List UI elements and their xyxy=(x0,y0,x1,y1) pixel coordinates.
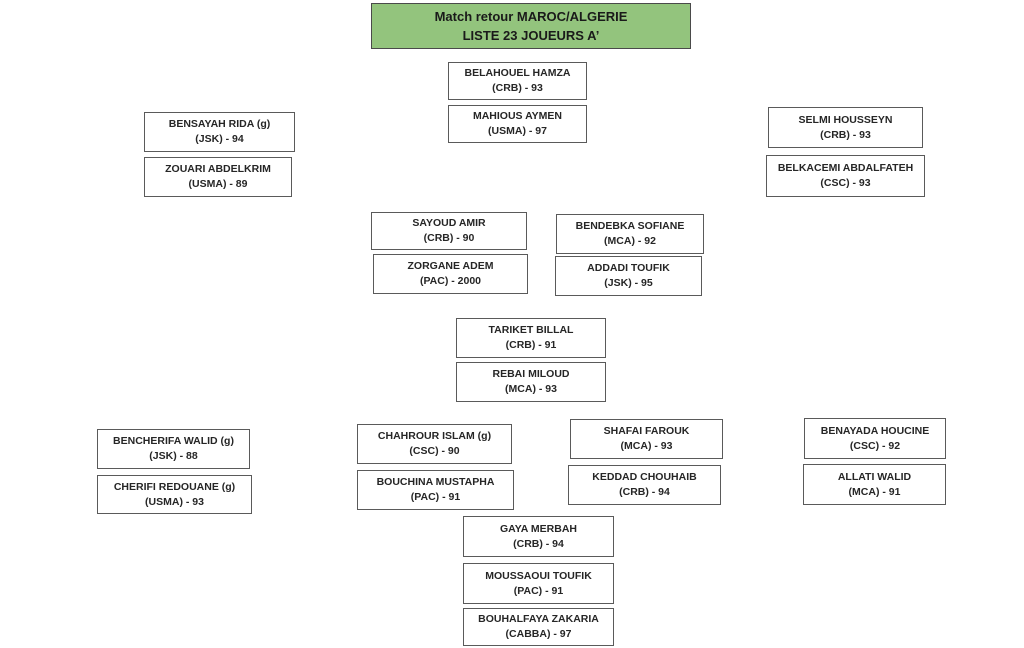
player-name: SELMI HOUSSEYN xyxy=(798,113,893,126)
player-club-year: (MCA) - 93 xyxy=(620,440,673,452)
player-card: TARIKET BILLAL (CRB) - 91 xyxy=(456,318,606,358)
player-card: SHAFAI FAROUK (MCA) - 93 xyxy=(570,419,723,459)
player-club-year: (CRB) - 93 xyxy=(492,82,543,94)
player-card: KEDDAD CHOUHAIB (CRB) - 94 xyxy=(568,465,721,505)
player-name: BOUHALFAYA ZAKARIA xyxy=(478,613,599,625)
player-name: BELKACEMI ABDALFATEH xyxy=(777,162,914,174)
player-name: BENDEBKA SOFIANE xyxy=(575,220,685,232)
player-club-year: (MCA) - 93 xyxy=(505,383,557,395)
player-club-year: (JSK) - 95 xyxy=(604,277,653,289)
player-club-year: (CSC) - 92 xyxy=(849,439,901,452)
player-club-year: (USMA) - 97 xyxy=(488,125,547,137)
player-name: TARIKET BILLAL xyxy=(488,324,574,336)
player-card: ZOUARI ABDELKRIM (USMA) - 89 xyxy=(144,157,292,197)
player-club-year: (PAC) - 91 xyxy=(410,491,461,503)
player-card: BELAHOUEL HAMZA (CRB) - 93 xyxy=(448,62,587,100)
player-card: GAYA MERBAH (CRB) - 94 xyxy=(463,516,614,557)
player-club-year: (CSC) - 93 xyxy=(820,177,871,189)
player-card: ADDADI TOUFIK (JSK) - 95 xyxy=(555,256,702,296)
player-name: SHAFAI FAROUK xyxy=(603,425,690,437)
player-card: CHERIFI REDOUANE (g) (USMA) - 93 xyxy=(97,475,252,514)
player-name: GAYA MERBAH xyxy=(499,522,578,535)
player-club-year: (USMA) - 89 xyxy=(188,178,248,190)
player-name: REBAI MILOUD xyxy=(492,368,570,380)
player-name: ZORGANE ADEM xyxy=(407,260,494,272)
player-club-year: (MCA) - 91 xyxy=(848,485,901,498)
player-card: MAHIOUS AYMEN (USMA) - 97 xyxy=(448,105,587,143)
player-card: BENDEBKA SOFIANE (MCA) - 92 xyxy=(556,214,704,254)
player-name: ADDADI TOUFIK xyxy=(587,262,670,274)
player-name: BENCHERIFA WALID (g) xyxy=(113,435,234,447)
player-name: MOUSSAOUI TOUFIK xyxy=(485,569,592,582)
player-card: BENCHERIFA WALID (g) (JSK) - 88 xyxy=(97,429,250,469)
player-name: BENSAYAH RIDA (g) xyxy=(168,118,271,130)
player-card: REBAI MILOUD (MCA) - 93 xyxy=(456,362,606,402)
player-club-year: (CRB) - 94 xyxy=(619,486,670,498)
player-name: ALLATI WALID xyxy=(837,470,912,483)
player-club-year: (CABBA) - 97 xyxy=(505,628,572,640)
player-card: ALLATI WALID (MCA) - 91 xyxy=(803,464,946,505)
title-line-2: LISTE 23 JOUEURS A’ xyxy=(462,28,600,43)
player-club-year: (CRB) - 94 xyxy=(513,537,564,550)
title-line-1: Match retour MAROC/ALGERIE xyxy=(434,9,628,24)
title-box: Match retour MAROC/ALGERIE LISTE 23 JOUE… xyxy=(371,3,691,49)
player-card: ZORGANE ADEM (PAC) - 2000 xyxy=(373,254,528,294)
player-card: BELKACEMI ABDALFATEH (CSC) - 93 xyxy=(766,155,925,197)
player-name: SAYOUD AMIR xyxy=(412,217,486,229)
player-club-year: (PAC) - 2000 xyxy=(419,275,482,287)
player-name: BENAYADA HOUCINE xyxy=(820,424,930,437)
player-card: BOUHALFAYA ZAKARIA (CABBA) - 97 xyxy=(463,608,614,646)
player-card: MOUSSAOUI TOUFIK (PAC) - 91 xyxy=(463,563,614,604)
player-club-year: (JSK) - 94 xyxy=(195,133,244,145)
player-card: CHAHROUR ISLAM (g) (CSC) - 90 xyxy=(357,424,512,464)
player-club-year: (USMA) - 93 xyxy=(145,495,204,508)
player-club-year: (JSK) - 88 xyxy=(149,450,198,462)
player-club-year: (MCA) - 92 xyxy=(604,235,656,247)
player-name: CHAHROUR ISLAM (g) xyxy=(377,430,492,442)
player-club-year: (PAC) - 91 xyxy=(513,584,564,597)
player-club-year: (CRB) - 91 xyxy=(505,339,557,351)
player-card: BENSAYAH RIDA (g) (JSK) - 94 xyxy=(144,112,295,152)
player-card: SELMI HOUSSEYN (CRB) - 93 xyxy=(768,107,923,148)
player-club-year: (CSC) - 90 xyxy=(409,445,460,457)
player-name: BELAHOUEL HAMZA xyxy=(464,67,571,79)
player-card: BOUCHINA MUSTAPHA (PAC) - 91 xyxy=(357,470,514,510)
player-club-year: (CRB) - 90 xyxy=(423,232,475,244)
player-name: CHERIFI REDOUANE (g) xyxy=(113,480,236,493)
player-club-year: (CRB) - 93 xyxy=(820,128,871,141)
player-name: ZOUARI ABDELKRIM xyxy=(165,163,271,175)
player-card: SAYOUD AMIR (CRB) - 90 xyxy=(371,212,527,250)
player-card: BENAYADA HOUCINE (CSC) - 92 xyxy=(804,418,946,459)
player-name: MAHIOUS AYMEN xyxy=(472,110,563,122)
player-name: BOUCHINA MUSTAPHA xyxy=(376,476,495,488)
player-name: KEDDAD CHOUHAIB xyxy=(592,471,697,483)
